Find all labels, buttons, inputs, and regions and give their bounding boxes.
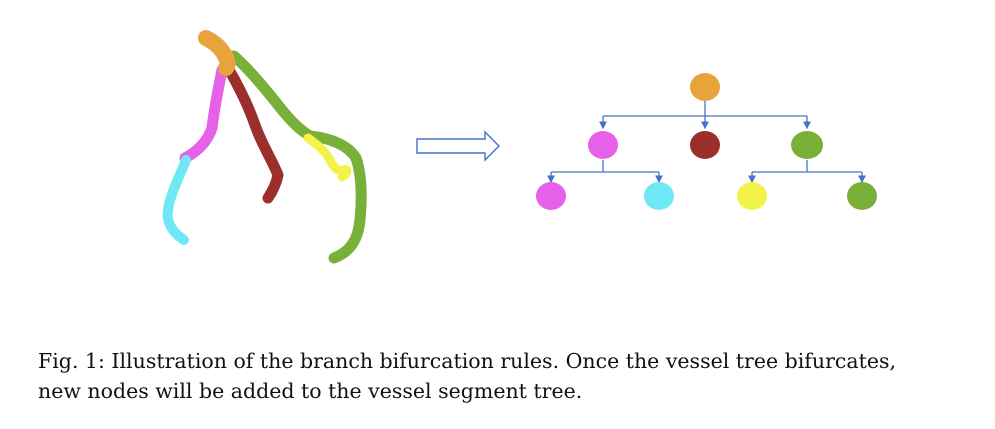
tree-connectors-level1 [599,100,811,130]
figure-illustration [162,30,877,264]
figure-caption: Fig. 1: Illustration of the branch bifur… [38,346,988,406]
vessel-segment-green-upper [228,50,367,264]
vessel-segment-magenta [179,64,228,164]
vessel-segment-root-orange [198,30,236,76]
hollow-right-arrow-icon [416,130,500,162]
segment-tree-diagram [536,73,877,210]
tree-node-dark-red [690,131,720,159]
tree-node-green [791,131,823,159]
vessel-segment-yellow [303,133,352,182]
caption-line-2: new nodes will be added to the vessel se… [38,379,583,403]
tree-node-green-child [847,182,877,210]
vessel-segment-dark-red [222,62,284,204]
tree-connectors-level2 [547,160,866,184]
tree-node-magenta [588,131,618,159]
tree-node-cyan [644,182,674,210]
vessel-tree-render [162,30,367,264]
caption-line-1: Fig. 1: Illustration of the branch bifur… [38,349,896,373]
vessel-segment-cyan [162,155,191,245]
tree-node-magenta-child [536,182,566,210]
tree-node-yellow [737,182,767,210]
tree-node-root-orange [690,73,720,101]
